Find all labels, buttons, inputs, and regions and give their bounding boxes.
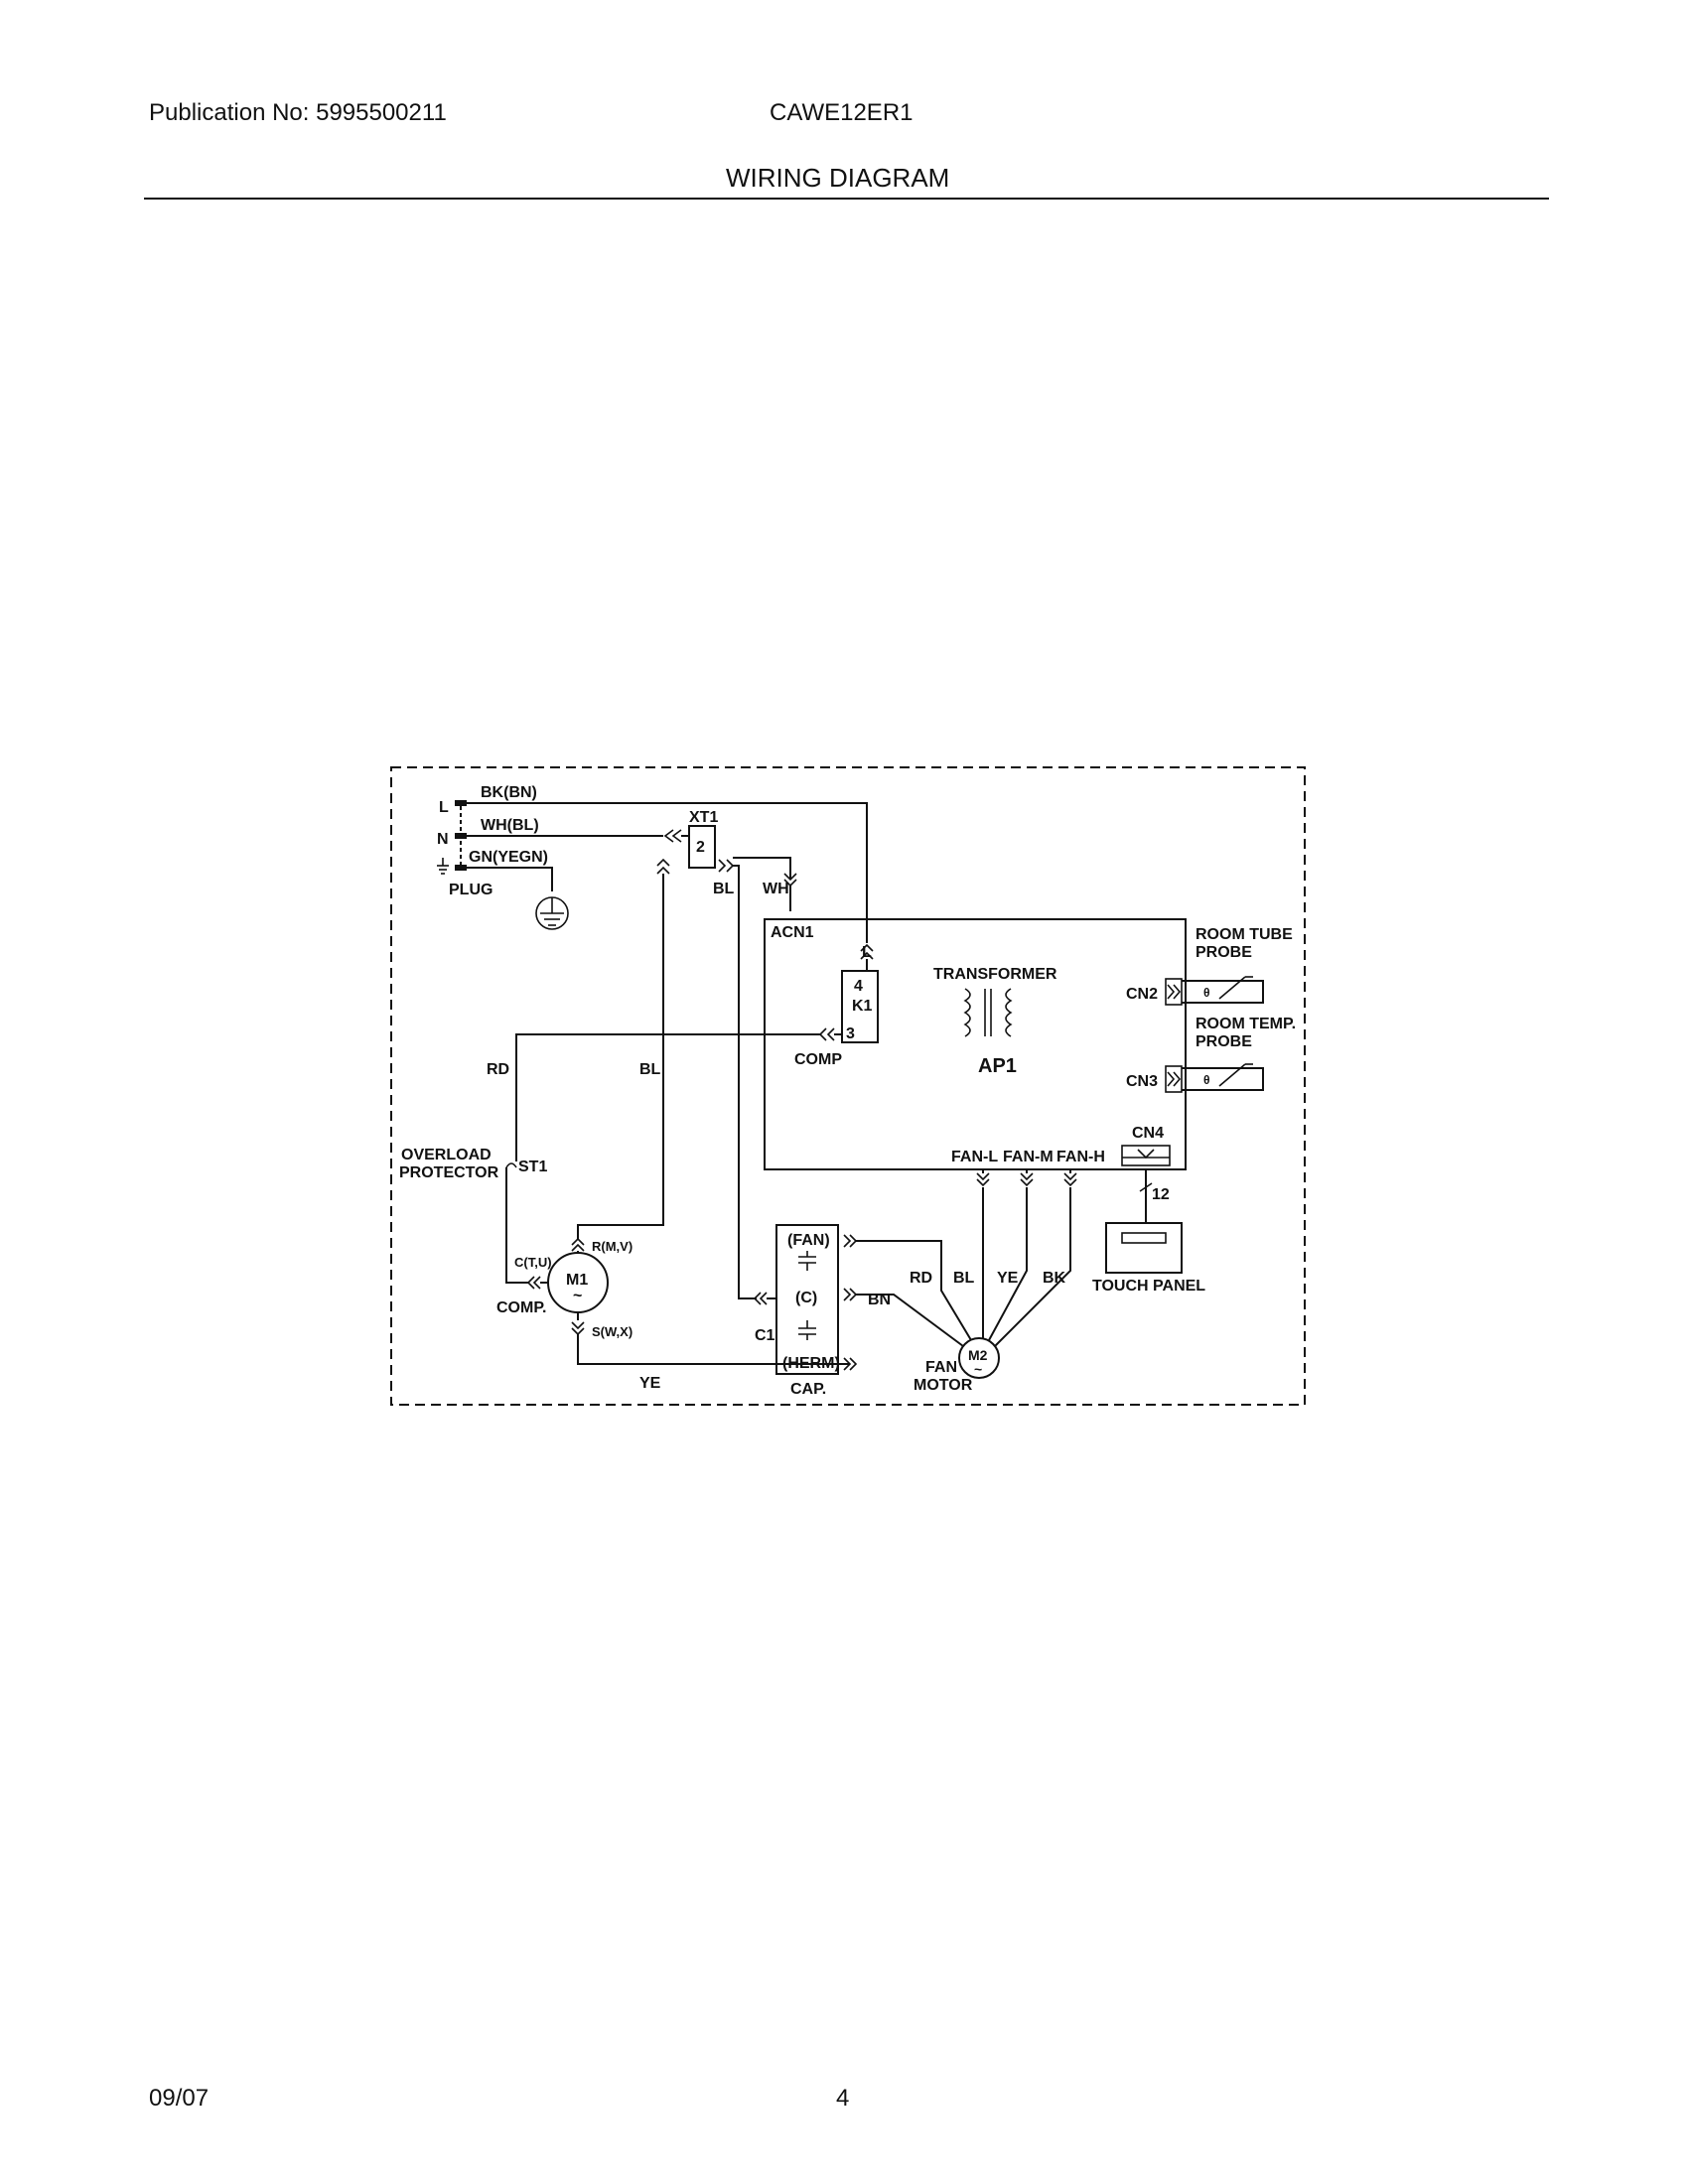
wire-bl-label-3: BL bbox=[953, 1270, 975, 1287]
room-temp-probe: ROOM TEMP. PROBE θ bbox=[1182, 1016, 1296, 1091]
terminal-block-xt1: XT1 2 bbox=[656, 809, 735, 875]
overload-label-1: OVERLOAD bbox=[401, 1147, 492, 1163]
page-title: WIRING DIAGRAM bbox=[726, 163, 950, 193]
relay-pin-4: 4 bbox=[854, 978, 863, 995]
wire-ye-label-2: YE bbox=[997, 1270, 1019, 1287]
plug-l-label: L bbox=[439, 799, 449, 816]
capacitor-fan-terminal: (FAN) bbox=[787, 1232, 830, 1249]
wire-wh-label: WH bbox=[763, 881, 789, 897]
wire-bk-bn-label: BK(BN) bbox=[481, 784, 537, 801]
page-number: 4 bbox=[836, 2085, 850, 2112]
capacitor-herm-terminal: (HERM) bbox=[782, 1355, 840, 1372]
board-cn4-label: CN4 bbox=[1132, 1125, 1164, 1142]
footer-date: 09/07 bbox=[149, 2085, 210, 2112]
overload-protector: OVERLOAD PROTECTOR ST1 bbox=[399, 1142, 547, 1284]
temp-probe-theta: θ bbox=[1203, 1073, 1210, 1087]
compressor-tilde: ~ bbox=[573, 1288, 582, 1304]
compressor-r-terminal: R(M,V) bbox=[592, 1239, 633, 1254]
fan-motor-m2: M2 ~ FAN MOTOR bbox=[856, 1169, 1077, 1394]
capacitor-c1: (FAN) (C) (HERM) C1 CAP. bbox=[753, 1224, 858, 1398]
room-tube-probe: ROOM TUBE PROBE θ bbox=[1182, 926, 1293, 1004]
board-fan-h-label: FAN-H bbox=[1056, 1149, 1105, 1165]
tube-probe-label-2: PROBE bbox=[1196, 944, 1252, 961]
tube-probe-theta: θ bbox=[1203, 986, 1210, 1000]
compressor-id: M1 bbox=[566, 1272, 588, 1289]
relay-pin-3: 3 bbox=[846, 1025, 855, 1042]
temp-probe-label-1: ROOM TEMP. bbox=[1196, 1016, 1296, 1032]
wire-bl-label-1: BL bbox=[713, 881, 735, 897]
temp-probe-label-2: PROBE bbox=[1196, 1033, 1252, 1050]
diagram-boundary bbox=[390, 766, 1306, 1406]
wire-ye-label: YE bbox=[639, 1375, 661, 1392]
board-fan-l-label: FAN-L bbox=[951, 1149, 998, 1165]
fan-motor-tilde: ~ bbox=[974, 1361, 982, 1377]
fan-motor-label-2: MOTOR bbox=[914, 1377, 973, 1394]
wire-rd-label-2: RD bbox=[910, 1270, 932, 1287]
wire-gn-yegn-label: GN(YEGN) bbox=[469, 849, 548, 866]
relay-k1-label: K1 bbox=[852, 998, 873, 1015]
capacitor-label: CAP. bbox=[790, 1381, 826, 1398]
capacitor-id: C1 bbox=[755, 1327, 775, 1344]
earth-ground-icon bbox=[535, 896, 569, 930]
model-number: CAWE12ER1 bbox=[770, 99, 914, 126]
wire-bk-label: BK bbox=[1043, 1270, 1066, 1287]
compressor-label: COMP. bbox=[496, 1299, 546, 1316]
touch-panel: 12 TOUCH PANEL bbox=[1092, 1169, 1205, 1295]
board-ap1-label: AP1 bbox=[978, 1055, 1017, 1077]
header-rule bbox=[144, 198, 1549, 200]
control-board-ap1: ACN1 L 4 K1 3 COMP TRANSFORMER AP1 CN2 C… bbox=[764, 918, 1187, 1170]
transformer-label: TRANSFORMER bbox=[933, 966, 1057, 983]
touch-panel-wire-count: 12 bbox=[1152, 1186, 1170, 1203]
compressor-s-terminal: S(W,X) bbox=[592, 1324, 633, 1339]
terminal-pin: 2 bbox=[696, 839, 705, 856]
terminal-name: XT1 bbox=[689, 809, 718, 826]
capacitor-c-terminal: (C) bbox=[795, 1290, 817, 1306]
wire-bn-label: BN bbox=[868, 1292, 891, 1308]
tube-probe-label-1: ROOM TUBE bbox=[1196, 926, 1293, 943]
publication-number: Publication No: 5995500211 bbox=[149, 99, 447, 126]
compressor-motor-m1: M1 ~ COMP. C(T,U) R(M,V) S(W,X) bbox=[496, 1237, 850, 1365]
board-fan-m-label: FAN-M bbox=[1003, 1149, 1054, 1165]
power-plug: L N PLUG bbox=[437, 799, 492, 898]
overload-label-2: PROTECTOR bbox=[399, 1164, 499, 1181]
board-cn3-label: CN3 bbox=[1126, 1073, 1158, 1090]
board-comp-label: COMP bbox=[794, 1051, 842, 1068]
wire-rd-label-1: RD bbox=[487, 1061, 509, 1078]
plug-label: PLUG bbox=[449, 882, 492, 898]
fan-motor-id: M2 bbox=[968, 1347, 988, 1363]
overload-id: ST1 bbox=[518, 1159, 547, 1175]
wire-bl-label-2: BL bbox=[639, 1061, 661, 1078]
touch-panel-label: TOUCH PANEL bbox=[1092, 1278, 1205, 1295]
plug-n-label: N bbox=[437, 831, 449, 848]
fan-motor-label-1: FAN bbox=[925, 1359, 957, 1376]
wire-wh-bl-label: WH(BL) bbox=[481, 817, 539, 834]
board-cn2-label: CN2 bbox=[1126, 986, 1158, 1003]
compressor-c-terminal: C(T,U) bbox=[514, 1255, 552, 1270]
transformer-icon bbox=[963, 988, 1013, 1037]
board-acn1-label: ACN1 bbox=[771, 924, 814, 941]
